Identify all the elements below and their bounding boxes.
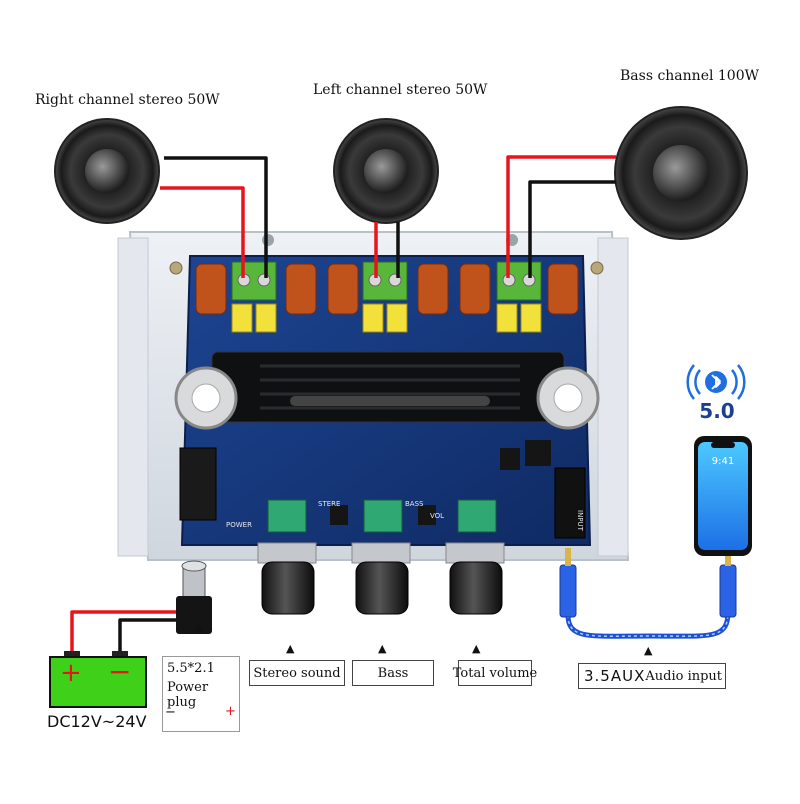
arrow-volume: ▲ [472, 642, 481, 655]
right-channel-label: Right channel stereo 50W [35, 92, 220, 108]
bass-channel-label: Bass channel 100W [620, 68, 760, 84]
speaker-left [333, 118, 439, 224]
knob-volume[interactable] [445, 542, 505, 615]
left-channel-label: Left channel stereo 50W [313, 82, 488, 98]
battery-wires [70, 610, 176, 655]
plug-label: Power plug [167, 680, 209, 710]
silk-power: POWER [226, 521, 252, 529]
capacitor-right [536, 366, 600, 430]
arrow-stereo: ▲ [286, 642, 295, 655]
bluetooth-version: 5.0 [699, 399, 734, 423]
power-plug-box: 5.5*2.1 Power plug [162, 656, 240, 732]
plug-plus: + [225, 704, 236, 719]
silk-vol: VOL [430, 512, 444, 520]
arrow-aux: ▲ [644, 644, 653, 657]
knob-stereo[interactable] [257, 542, 317, 615]
plug-minus: − [165, 705, 176, 720]
knob-bass[interactable] [351, 542, 411, 615]
power-plug [176, 560, 212, 634]
plug-size: 5.5*2.1 [167, 661, 215, 676]
silk-stere: STERE [318, 500, 340, 508]
battery-minus: − [108, 655, 132, 688]
battery [49, 651, 147, 708]
aux-prefix: 3.5AUX [584, 667, 646, 685]
stereo-sound-label: Stereo sound [249, 660, 345, 686]
phone-time: 9:41 [712, 456, 734, 467]
aux-cable [559, 548, 737, 639]
total-volume-label: Total volume [453, 660, 537, 686]
aux-suffix: Audio input [645, 668, 723, 684]
speaker-wires [160, 155, 616, 278]
bluetooth-icon [686, 364, 746, 400]
arrow-bass: ▲ [378, 642, 387, 655]
silk-bass: BASS [405, 500, 424, 508]
phone [694, 436, 752, 556]
aux-input-label: 3.5AUX Audio input [578, 663, 726, 689]
speaker-right [54, 118, 160, 224]
battery-plus: + [60, 658, 82, 688]
pcb-board [174, 255, 600, 546]
capacitor-left [174, 366, 238, 430]
bass-label: Bass [352, 660, 434, 686]
silk-input: INPUT [576, 510, 584, 532]
arrow-power-plug: ▲ [194, 620, 203, 633]
speaker-bass [614, 106, 748, 240]
voltage-label: DC12V~24V [47, 712, 147, 731]
